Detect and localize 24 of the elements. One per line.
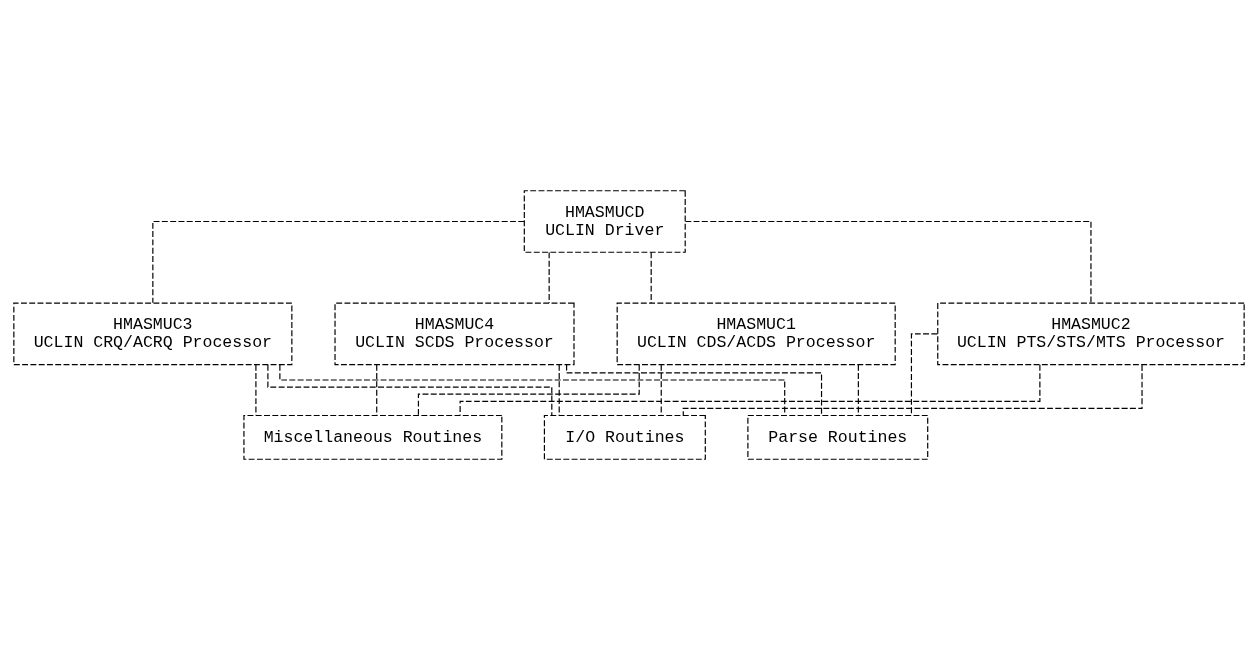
node-box: I/O Routines <box>543 414 706 460</box>
node-box: HMASMUCD UCLIN Driver <box>523 189 686 253</box>
connector <box>152 220 525 303</box>
connector <box>255 363 257 416</box>
node-box: HMASMUC3 UCLIN CRQ/ACRQ Processor <box>13 302 293 365</box>
connector <box>417 363 640 416</box>
connector <box>376 363 378 416</box>
node-box: Parse Routines <box>747 414 929 460</box>
connector <box>558 363 560 416</box>
connector <box>548 251 550 304</box>
connector <box>682 363 1143 416</box>
connector <box>267 363 553 416</box>
connector <box>660 363 662 416</box>
node-box: Miscellaneous Routines <box>243 414 503 460</box>
connector <box>459 363 1041 416</box>
connector <box>650 251 652 304</box>
connector <box>857 363 859 416</box>
node-box: HMASMUC4 UCLIN SCDS Processor <box>334 302 575 365</box>
node-box: HMASMUC1 UCLIN CDS/ACDS Processor <box>616 302 896 365</box>
connector <box>685 220 1092 303</box>
connector <box>910 332 939 416</box>
node-box: HMASMUC2 UCLIN PTS/STS/MTS Processor <box>937 302 1245 365</box>
connector <box>566 363 823 416</box>
connector <box>279 363 786 416</box>
